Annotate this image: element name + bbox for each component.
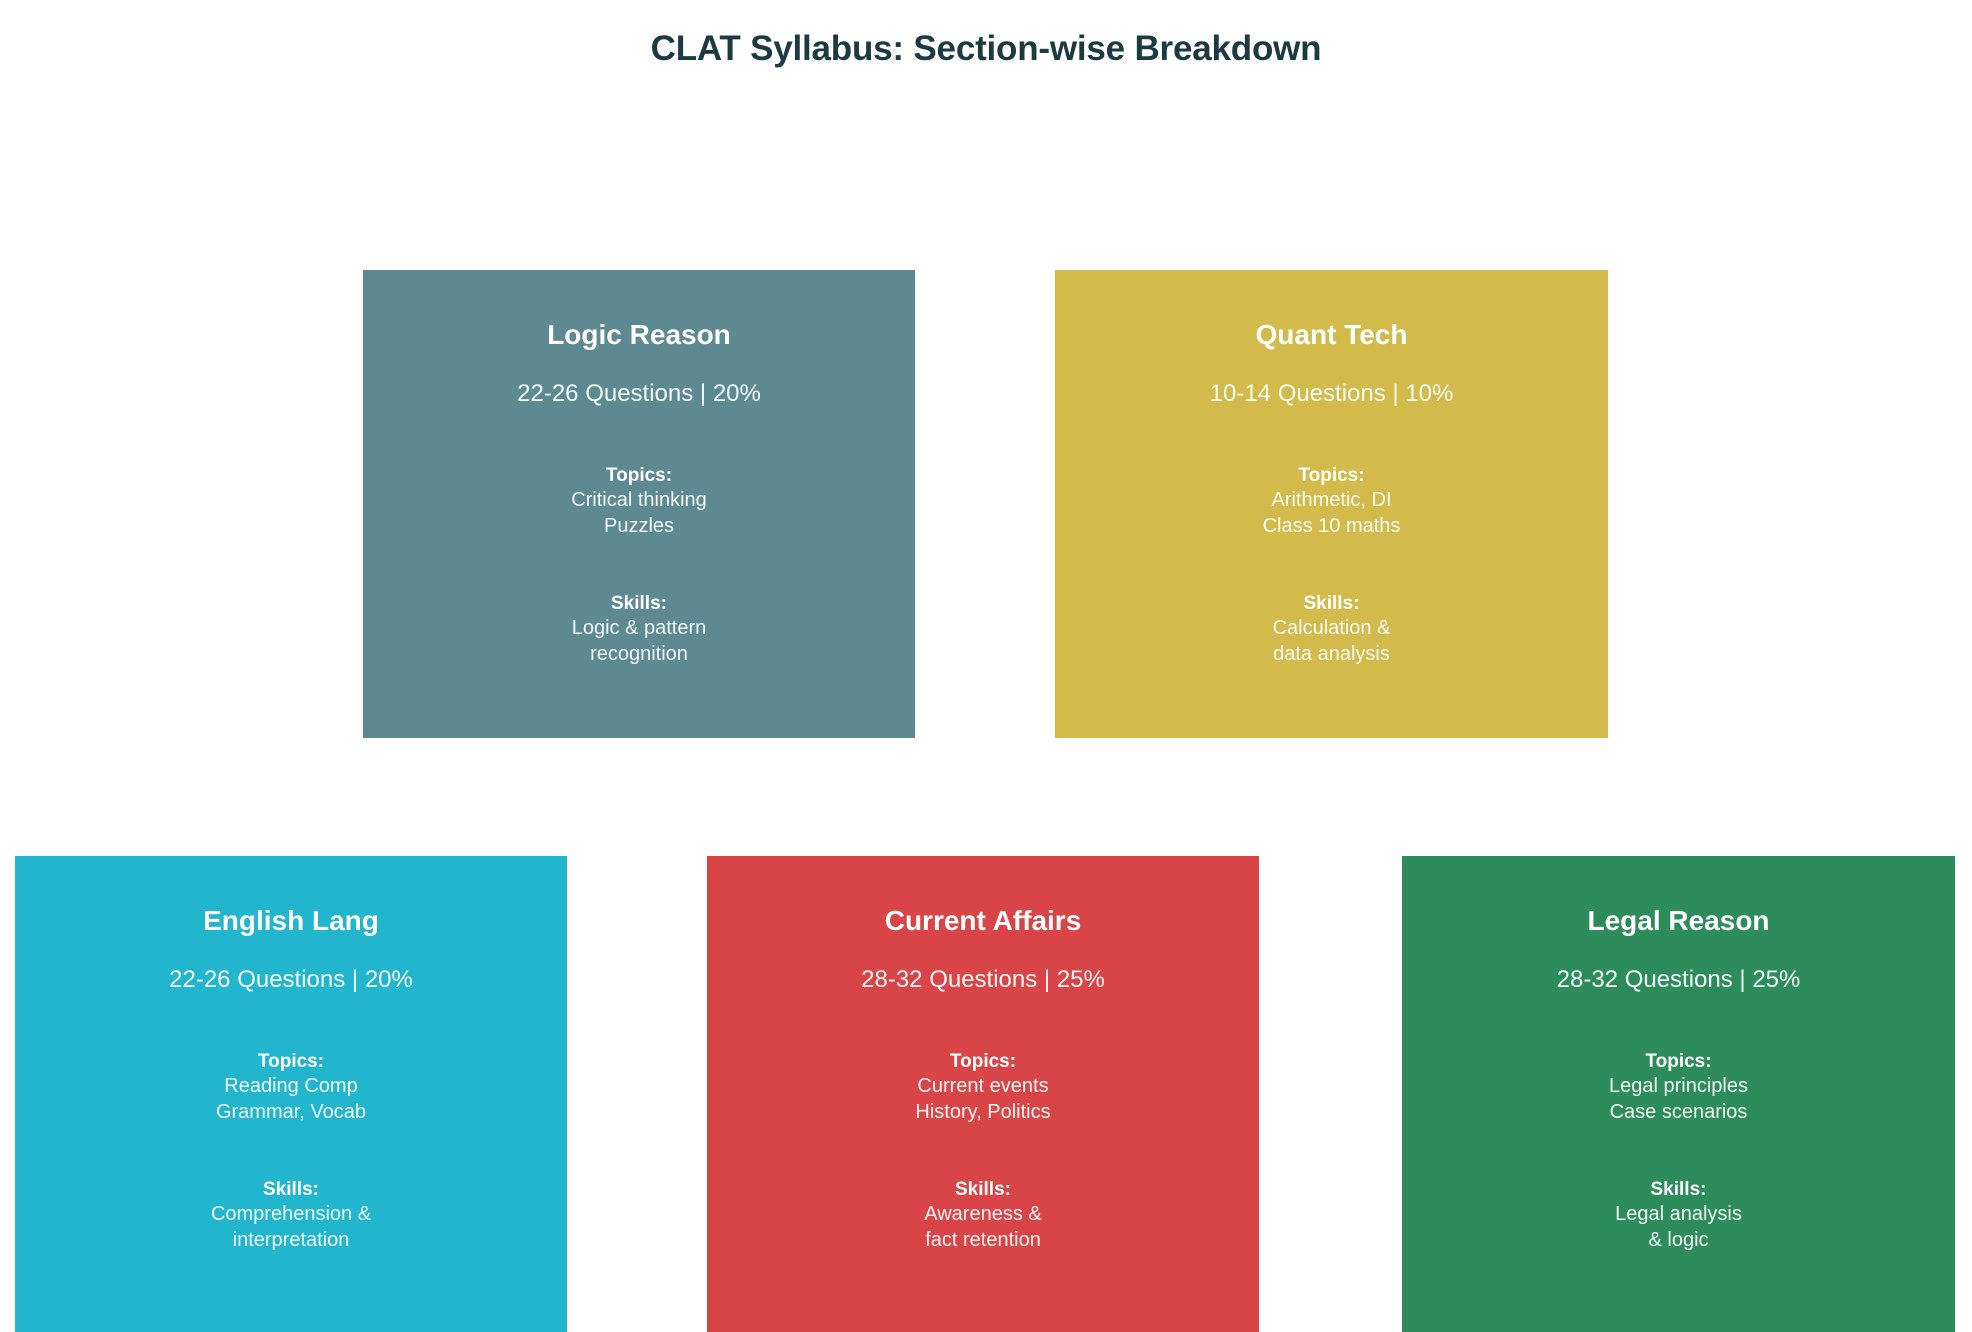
skills-label: Skills: bbox=[955, 1179, 1011, 1201]
topics-label: Topics: bbox=[1298, 465, 1365, 487]
skills-line: Comprehension & bbox=[210, 1203, 372, 1226]
skills-label: Skills: bbox=[263, 1179, 319, 1201]
topics-label: Topics: bbox=[257, 1051, 325, 1073]
card-english-lang[interactable]: English Lang 22-26 Questions | 20% Topic… bbox=[15, 856, 567, 1332]
card-title: Current Affairs bbox=[884, 905, 1082, 936]
skills-line: fact retention bbox=[925, 1228, 1041, 1251]
card-topics-section: Topics: Arithmetic, DI Class 10 maths bbox=[1055, 464, 1608, 539]
skills-line: & logic bbox=[1648, 1228, 1709, 1251]
card-meta: 22-26 Questions | 20% bbox=[517, 379, 761, 407]
card-meta: 10-14 Questions | 10% bbox=[1209, 379, 1454, 407]
topics-label: Topics: bbox=[605, 465, 673, 487]
skills-line: Logic & pattern bbox=[571, 617, 707, 640]
card-topics-section: Topics: Reading Comp Grammar, Vocab bbox=[15, 1050, 567, 1125]
topics-line: Puzzles bbox=[603, 514, 675, 537]
topics-label: Topics: bbox=[949, 1051, 1017, 1073]
page-title: CLAT Syllabus: Section-wise Breakdown bbox=[650, 29, 1322, 69]
card-quant-tech[interactable]: Quant Tech 10-14 Questions | 10% Topics:… bbox=[1055, 270, 1608, 738]
skills-label: Skills: bbox=[1303, 593, 1360, 615]
topics-line: Current events bbox=[917, 1075, 1049, 1098]
skills-line: interpretation bbox=[232, 1228, 350, 1251]
card-logic-reason[interactable]: Logic Reason 22-26 Questions | 20% Topic… bbox=[363, 270, 915, 738]
card-title: Logic Reason bbox=[547, 319, 731, 350]
skills-label: Skills: bbox=[611, 593, 667, 615]
card-skills-section: Skills: Awareness & fact retention bbox=[707, 1178, 1259, 1253]
topics-line: Legal principles bbox=[1609, 1075, 1748, 1098]
skills-line: recognition bbox=[590, 642, 688, 665]
topics-line: History, Politics bbox=[915, 1100, 1051, 1123]
skills-line: data analysis bbox=[1273, 642, 1390, 665]
topics-line: Arithmetic, DI bbox=[1271, 489, 1392, 512]
card-topics-section: Topics: Critical thinking Puzzles bbox=[363, 464, 915, 539]
card-meta: 28-32 Questions | 25% bbox=[861, 965, 1105, 993]
card-topics-section: Topics: Legal principles Case scenarios bbox=[1402, 1050, 1955, 1125]
card-title: Legal Reason bbox=[1587, 905, 1770, 936]
card-meta: 22-26 Questions | 20% bbox=[169, 965, 413, 993]
card-title: English Lang bbox=[203, 905, 379, 936]
skills-line: Awareness & bbox=[924, 1203, 1042, 1226]
topics-label: Topics: bbox=[1645, 1051, 1712, 1073]
topics-line: Class 10 maths bbox=[1262, 514, 1401, 537]
card-skills-section: Skills: Legal analysis & logic bbox=[1402, 1178, 1955, 1253]
topics-line: Grammar, Vocab bbox=[215, 1100, 367, 1123]
card-title: Quant Tech bbox=[1255, 319, 1408, 350]
card-legal-reason[interactable]: Legal Reason 28-32 Questions | 25% Topic… bbox=[1402, 856, 1955, 1332]
skills-label: Skills: bbox=[1650, 1179, 1707, 1201]
skills-line: Legal analysis bbox=[1615, 1203, 1742, 1226]
card-topics-section: Topics: Current events History, Politics bbox=[707, 1050, 1259, 1125]
topics-line: Case scenarios bbox=[1609, 1100, 1748, 1123]
card-skills-section: Skills: Logic & pattern recognition bbox=[363, 592, 915, 667]
card-skills-section: Skills: Calculation & data analysis bbox=[1055, 592, 1608, 667]
card-current-affairs[interactable]: Current Affairs 28-32 Questions | 25% To… bbox=[707, 856, 1259, 1332]
topics-line: Reading Comp bbox=[224, 1075, 358, 1098]
skills-line: Calculation & bbox=[1272, 617, 1391, 640]
card-meta: 28-32 Questions | 25% bbox=[1556, 965, 1801, 993]
card-skills-section: Skills: Comprehension & interpretation bbox=[15, 1178, 567, 1253]
topics-line: Critical thinking bbox=[571, 489, 707, 512]
